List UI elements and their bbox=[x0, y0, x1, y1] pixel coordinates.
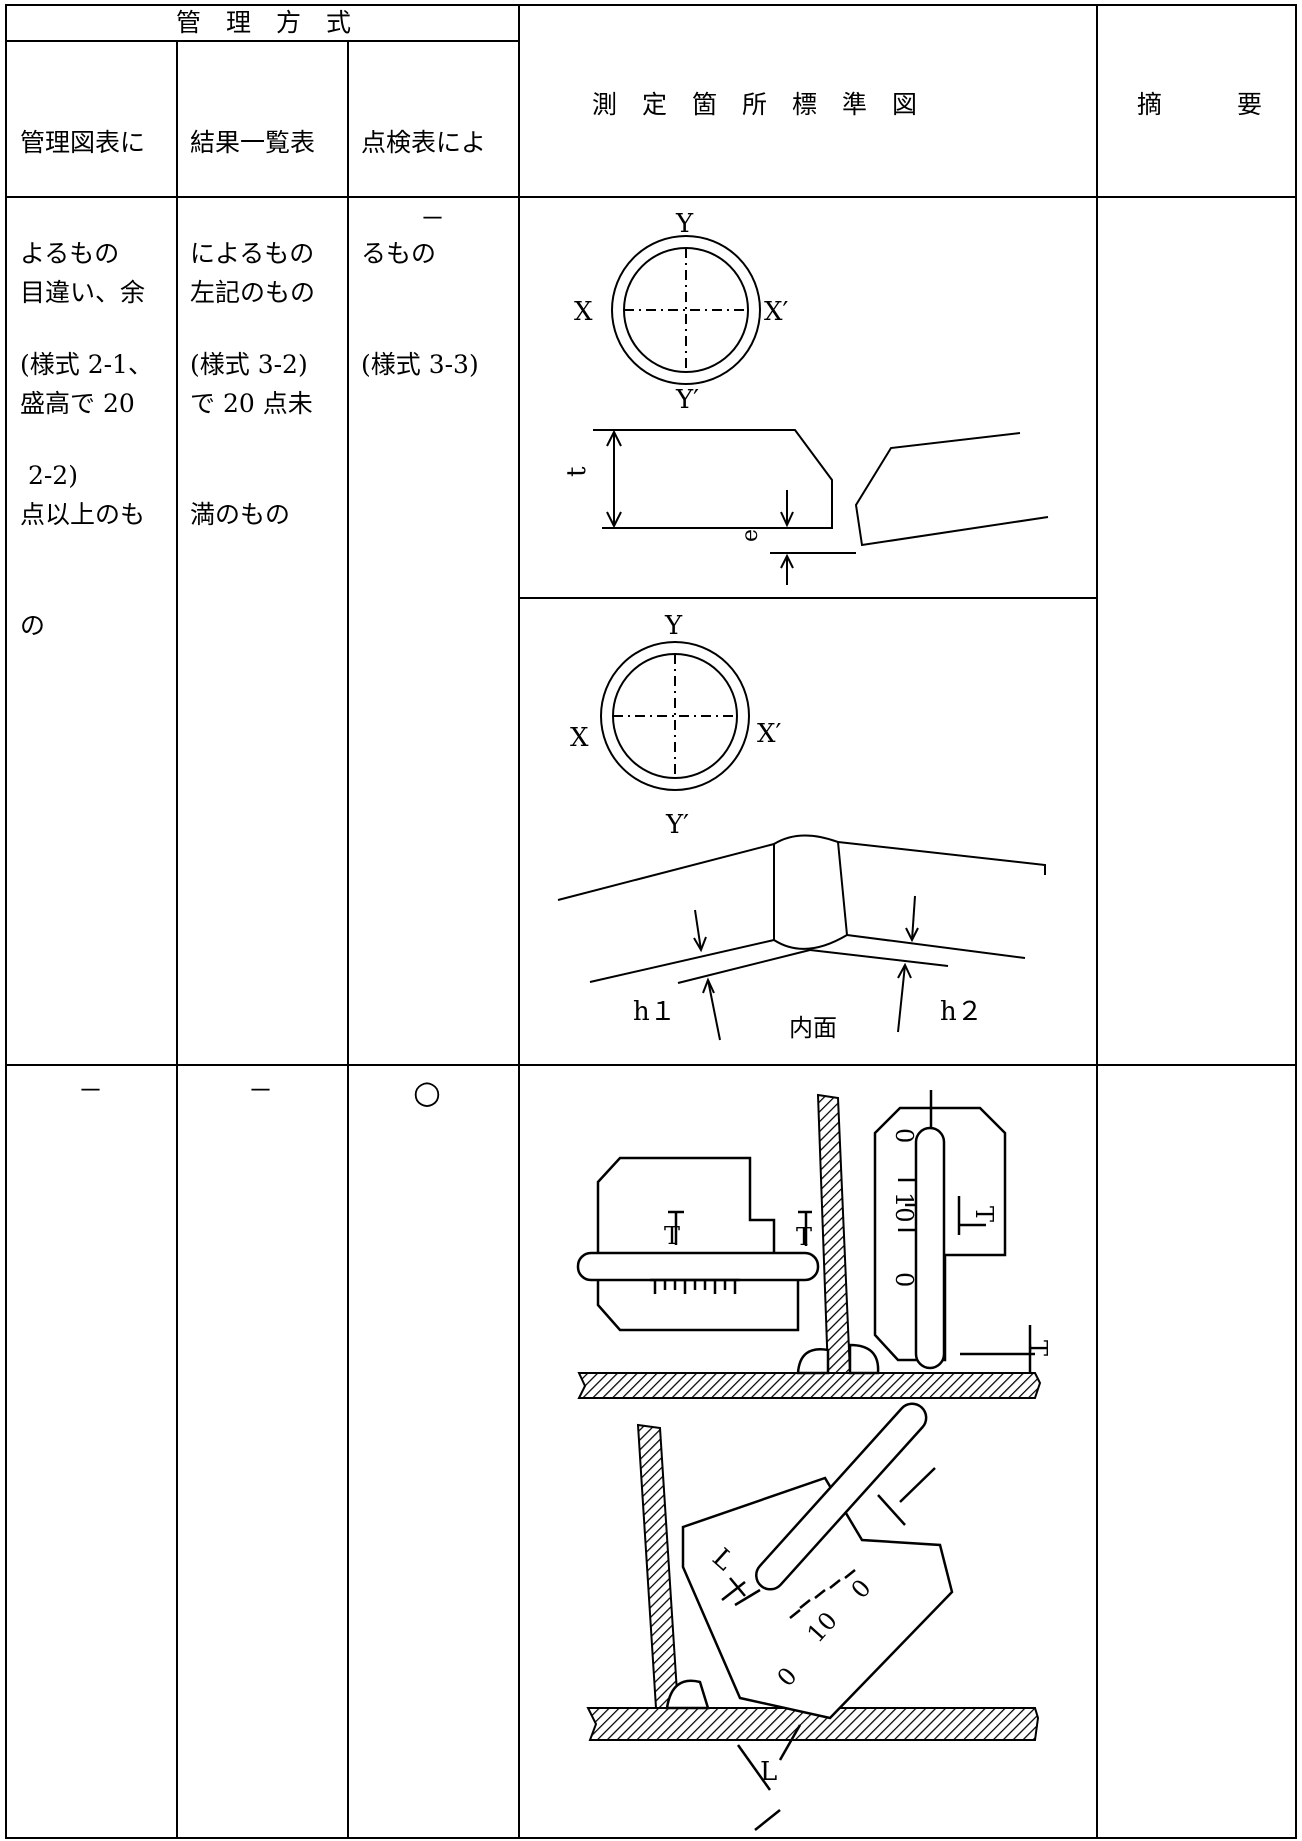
label-t-thickness: t bbox=[562, 466, 592, 477]
row1-list-line: 左記のもの bbox=[190, 278, 316, 307]
label-L-bottom: L bbox=[760, 1757, 777, 1787]
fillet-gauge-diagram-lower bbox=[586, 1402, 1040, 1831]
row1-list-line: 満のもの bbox=[190, 500, 291, 529]
scale-label-10: 10 bbox=[890, 1192, 918, 1223]
header-check-line: 点検表によ bbox=[361, 128, 487, 157]
label-x-left-2: X bbox=[570, 723, 589, 753]
header-diagram-title: 測 定 箇 所 標 準 図 bbox=[592, 90, 918, 119]
row1-list-cell: 左記のもの で 20 点未 満のもの bbox=[190, 200, 315, 570]
label-y-prime-2: Y′ bbox=[665, 810, 689, 840]
management-method-heading: 管 理 方 式 bbox=[176, 8, 352, 37]
label-x-left: X bbox=[574, 297, 593, 327]
header-check-line: るもの bbox=[361, 239, 437, 268]
label-inner-surface: 内面 bbox=[789, 1014, 837, 1042]
row1-chart-line: の bbox=[20, 611, 46, 640]
label-T-vertical-gauge: T bbox=[970, 1206, 998, 1222]
label-h1: h１ bbox=[633, 997, 676, 1027]
row2-check-value: ○ bbox=[413, 1073, 441, 1111]
row1-chart-line: 盛高で 20 bbox=[20, 389, 135, 418]
row2-list-value: － bbox=[248, 1076, 274, 1105]
fillet-gauge-diagram-upper bbox=[576, 1090, 1042, 1399]
col-divider-1 bbox=[176, 42, 178, 1839]
label-T-bottom: T bbox=[1024, 1340, 1052, 1356]
label-e-offset: e bbox=[738, 529, 763, 542]
row1-bottom-line bbox=[5, 1064, 1297, 1066]
header-chart-line: (様式 2-1、 bbox=[20, 350, 153, 379]
label-x-prime-right-2: X′ bbox=[757, 719, 782, 749]
table-border-right bbox=[1295, 4, 1297, 1839]
row1-chart-line: 目違い、余 bbox=[20, 278, 146, 307]
misalignment-profile bbox=[593, 429, 1049, 585]
table-border-top bbox=[5, 4, 1297, 6]
row2-chart-value: － bbox=[78, 1076, 104, 1105]
header-chart-cell: 管理図表に よるもの (様式 2-1、 2-2) bbox=[20, 50, 153, 531]
header-list-cell: 結果一覧表 によるもの (様式 3-2) bbox=[190, 50, 315, 420]
label-y-top: Y bbox=[675, 209, 694, 239]
header-check-cell: 点検表によ るもの (様式 3-3) bbox=[361, 50, 486, 420]
label-y-top-2: Y bbox=[664, 611, 683, 641]
table-border-bottom bbox=[5, 1837, 1297, 1839]
col-divider-3 bbox=[518, 4, 520, 1839]
label-h2: h２ bbox=[940, 997, 983, 1027]
row1-list-line: で 20 点未 bbox=[190, 389, 313, 418]
table-border-left bbox=[5, 4, 7, 1839]
label-y-prime-bottom: Y′ bbox=[675, 385, 699, 415]
header-check-line: (様式 3-3) bbox=[361, 350, 479, 379]
scale-label-0-top: 0 bbox=[890, 1128, 918, 1143]
header-list-line: (様式 3-2) bbox=[190, 350, 308, 379]
pipe-section-diagram-2 bbox=[600, 641, 750, 791]
header-chart-line: 2-2) bbox=[20, 461, 78, 490]
diagram-split-line bbox=[518, 597, 1098, 599]
col-divider-2 bbox=[347, 42, 349, 1839]
header-list-line: 結果一覧表 bbox=[190, 128, 316, 157]
label-T-horizontal: T bbox=[664, 1222, 680, 1250]
header-chart-line: 管理図表に bbox=[20, 128, 146, 157]
pipe-section-diagram-1 bbox=[611, 235, 761, 385]
header-summary-title: 摘 要 bbox=[1137, 90, 1263, 119]
scale-label-0-bottom: 0 bbox=[890, 1272, 918, 1287]
label-x-prime-right: X′ bbox=[764, 297, 789, 327]
header-chart-line: よるもの bbox=[20, 239, 120, 268]
row1-chart-line: 点以上のも bbox=[20, 500, 146, 529]
row1-chart-cell: 目違い、余 盛高で 20 点以上のも の bbox=[20, 200, 145, 681]
header-subline bbox=[5, 40, 520, 42]
col-divider-4 bbox=[1096, 4, 1098, 1839]
row1-check-value: － bbox=[420, 204, 446, 233]
reinforcement-profile bbox=[557, 834, 1046, 1041]
header-list-line: によるもの bbox=[190, 239, 315, 268]
label-T-vertical-plate: T bbox=[796, 1223, 812, 1251]
header-bottom-line bbox=[5, 196, 1297, 198]
